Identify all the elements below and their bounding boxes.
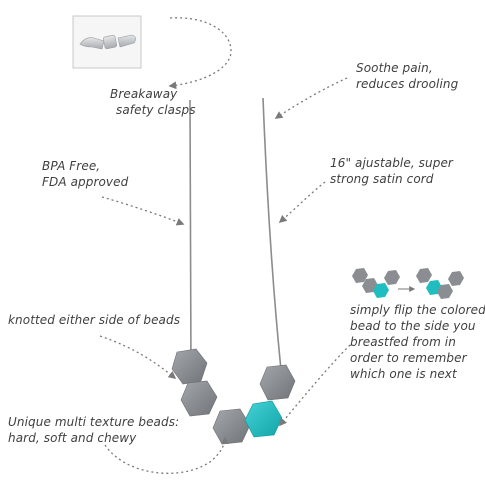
arrow-clasp [168,17,232,90]
bead-gray-1 [171,348,208,385]
bead-teal [244,400,283,438]
clasp-label: Breakaway safety clasps [110,86,196,118]
bpa-label-line2: FDA approved [42,175,129,189]
knotted-label-line1: knotted either side of beads [8,313,181,327]
clasp-label-line2: safety clasps [116,103,196,117]
arrow-soothe [274,77,348,119]
beads [171,348,296,445]
bead-gray-3 [212,408,251,445]
flip-label: simply flip the colored bead to the side… [350,302,485,382]
clasp-label-line1: Breakaway [110,87,178,101]
knotted-label: knotted either side of beads [8,312,180,328]
flip-label-line5: which one is next [350,367,457,381]
cord [189,97,282,374]
bead-gray-4 [259,364,296,401]
cord-label-line1: 16" ajustable, super [330,156,453,170]
clasp-photo [72,15,142,69]
bpa-label: BPA Free, FDA approved [42,158,128,190]
flip-illustration [352,268,464,299]
bpa-label-line1: BPA Free, [42,159,101,173]
arrow-texture [104,436,229,474]
soothe-label: Soothe pain, reduces drooling [356,60,458,92]
flip-label-line4: order to remember [350,351,467,365]
arrow-bpa [101,196,185,226]
cord-label: 16" ajustable, super strong satin cord [330,155,453,187]
bead-gray-2 [180,380,218,417]
flip-label-line2: bead to the side you [350,319,476,333]
soothe-label-line1: Soothe pain, [356,61,433,75]
flip-label-line3: breastfed from in [350,335,456,349]
arrows [99,17,351,474]
arrow-cord [278,181,326,224]
texture-label-line2: hard, soft and chewy [8,431,137,445]
soothe-label-line2: reduces drooling [356,77,459,91]
cord-label-line2: strong satin cord [330,172,434,186]
flip-label-line1: simply flip the colored [350,303,485,317]
texture-label-line1: Unique multi texture beads: [8,415,180,429]
arrow-knotted [99,335,177,379]
texture-label: Unique multi texture beads: hard, soft a… [8,414,179,446]
